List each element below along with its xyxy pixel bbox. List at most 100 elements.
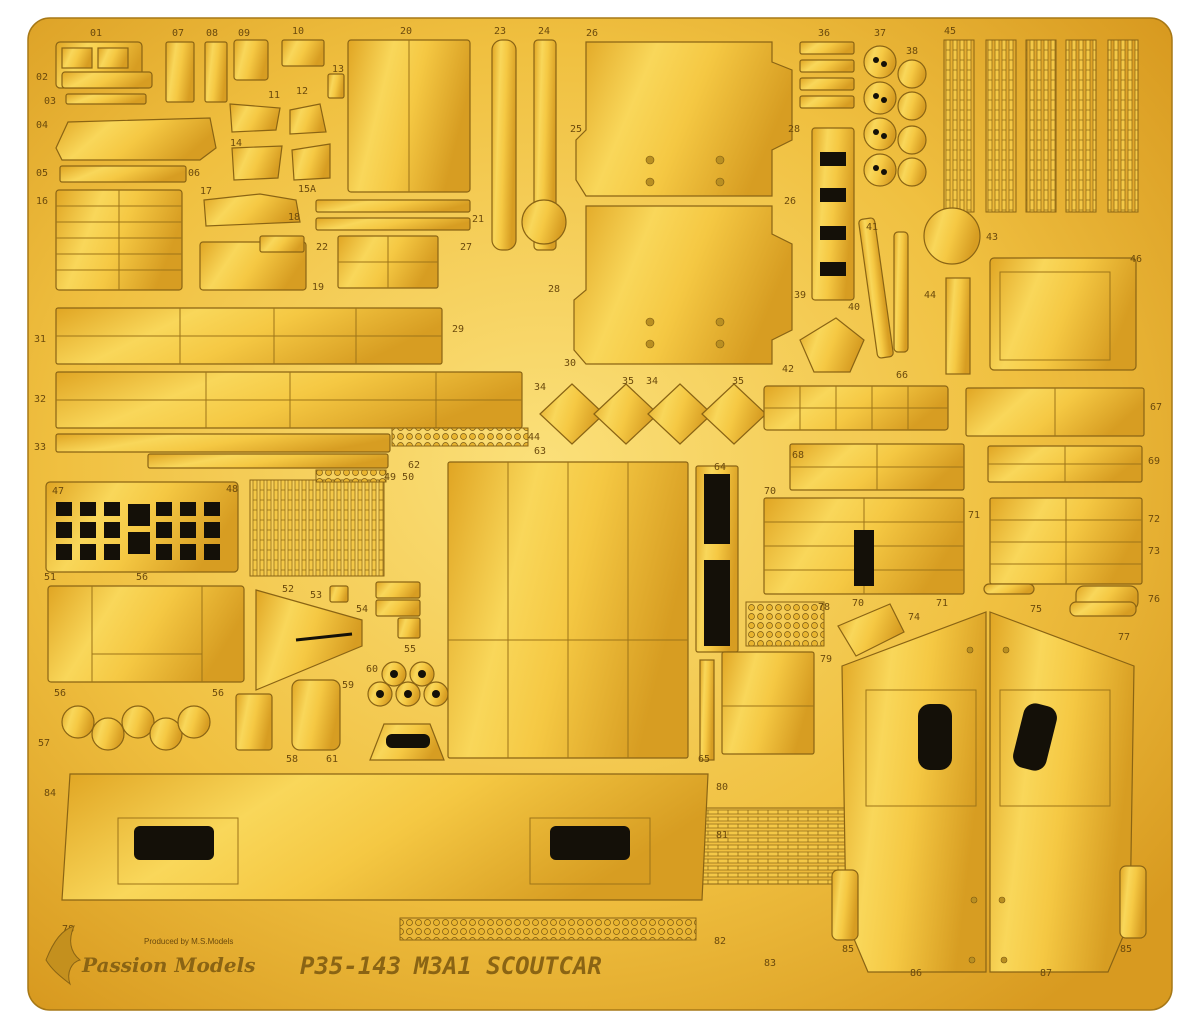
part-number-label: 07 [172, 28, 184, 39]
part-number-label: 55 [404, 644, 416, 655]
door-86 [841, 611, 987, 973]
frame-40 [811, 127, 855, 301]
part-number-label: 46 [1130, 254, 1142, 265]
part-number-label: 23 [494, 26, 506, 37]
panel-67 [965, 387, 1145, 437]
bracket-41 [858, 217, 909, 359]
grid-plate-47 [45, 481, 239, 573]
part-number-label: 83 [764, 958, 776, 969]
part-number-label: 22 [316, 242, 328, 253]
part-number-label: 87 [1040, 968, 1052, 979]
part-number-label: 35 [622, 376, 634, 387]
part-number-label: 28 [788, 124, 800, 135]
part-number-label: 76 [1148, 594, 1160, 605]
panel-51 [47, 585, 245, 683]
long-strip-33 [55, 427, 529, 469]
parts-85 [831, 865, 1147, 941]
panel-68 [789, 443, 965, 491]
part-number-label: 41 [866, 222, 878, 233]
part-number-label: 70 [764, 486, 776, 497]
part-number-label: 85 [1120, 944, 1132, 955]
strip-65 [699, 659, 715, 761]
part-number-label: 21 [472, 214, 484, 225]
part-number-label: 44 [528, 432, 540, 443]
part-number-label: 26 [586, 28, 598, 39]
part-number-label: 56 [212, 688, 224, 699]
part-number-label: 49 50 [384, 472, 414, 483]
part-76-77 [1069, 585, 1139, 617]
part-number-label: 18 [288, 212, 300, 223]
part-number-label: 56 [136, 572, 148, 583]
part-number-label: 11 [268, 90, 280, 101]
part-number-label: 69 [1148, 456, 1160, 467]
rivet-block-78 [745, 601, 825, 647]
produced-by-text: Produced by M.S.Models [144, 937, 233, 946]
part-number-label: 25 [570, 124, 582, 135]
part-number-label: 65 [698, 754, 710, 765]
product-name: M3A1 SCOUTCAR [413, 952, 602, 980]
part-number-label: 16 [36, 196, 48, 207]
part-75 [983, 583, 1035, 595]
door-87 [989, 611, 1135, 973]
part-number-label: 15A [298, 184, 316, 195]
part-number-label: 17 [200, 186, 212, 197]
central-plates-26 [573, 41, 793, 365]
part-number-label: 26 [784, 196, 796, 207]
part-number-label: 44 [924, 290, 936, 301]
part-number-label: 81 [716, 830, 728, 841]
part-number-label: 06 [188, 168, 200, 179]
part-number-label: 63 [534, 446, 546, 457]
part-number-label: 72 [1148, 514, 1160, 525]
part-number-label: 37 [874, 28, 886, 39]
part-number-label: 84 [44, 788, 56, 799]
part-number-label: 51 [44, 572, 56, 583]
long-strip-32 [55, 371, 523, 429]
part-number-label: 04 [36, 120, 48, 131]
part-number-label: 68 [792, 450, 804, 461]
part-number-label: 77 [1118, 632, 1130, 643]
part-number-label: 58 [286, 754, 298, 765]
part-number-label: 75 [1030, 604, 1042, 615]
panel-69 [987, 445, 1143, 483]
part-42 [799, 317, 865, 373]
panel-72-73 [989, 497, 1143, 585]
parts-53-54 [329, 581, 421, 639]
part-number-label: 38 [906, 46, 918, 57]
part-number-label: 14 [230, 138, 242, 149]
panel-70-71 [763, 497, 965, 595]
panel-20 [347, 39, 471, 193]
brand-name: Passion Models [81, 953, 255, 977]
part-number-label: 19 [312, 282, 324, 293]
disc-43 [923, 207, 981, 265]
part-number-label: 35 [732, 376, 744, 387]
part-number-label: 05 [36, 168, 48, 179]
part-number-label: 71 [968, 510, 980, 521]
part-number-label: 24 [538, 26, 550, 37]
part-number-label: 86 [910, 968, 922, 979]
part-number-label: 09 [238, 28, 250, 39]
part-number-label: 36 [818, 28, 830, 39]
tall-panels-62-63 [447, 461, 689, 759]
part-number-label: 33 [34, 442, 46, 453]
wheel-parts-37-38 [863, 45, 927, 187]
box-46 [989, 257, 1137, 371]
eagle-logo [45, 925, 82, 986]
part-number-label: 08 [206, 28, 218, 39]
part-number-label: 48 [226, 484, 238, 495]
grille-48 [249, 469, 387, 577]
parts-58-59 [235, 679, 341, 751]
part-number-label: 43 [986, 232, 998, 243]
panel-22 [337, 235, 439, 289]
part-number-label: 61 [326, 754, 338, 765]
part-number-label: 85 [842, 944, 854, 955]
grille-45 [943, 39, 1139, 213]
part-number-label: 74 [908, 612, 920, 623]
product-code: P35-143 [300, 952, 401, 980]
parts-group-top-left [55, 39, 345, 291]
part-number-label: 20 [400, 26, 412, 37]
part-number-label: 30 [564, 358, 576, 369]
part-number-label: 29 [452, 324, 464, 335]
part-number-label: 66 [896, 370, 908, 381]
panel-79 [721, 651, 815, 755]
